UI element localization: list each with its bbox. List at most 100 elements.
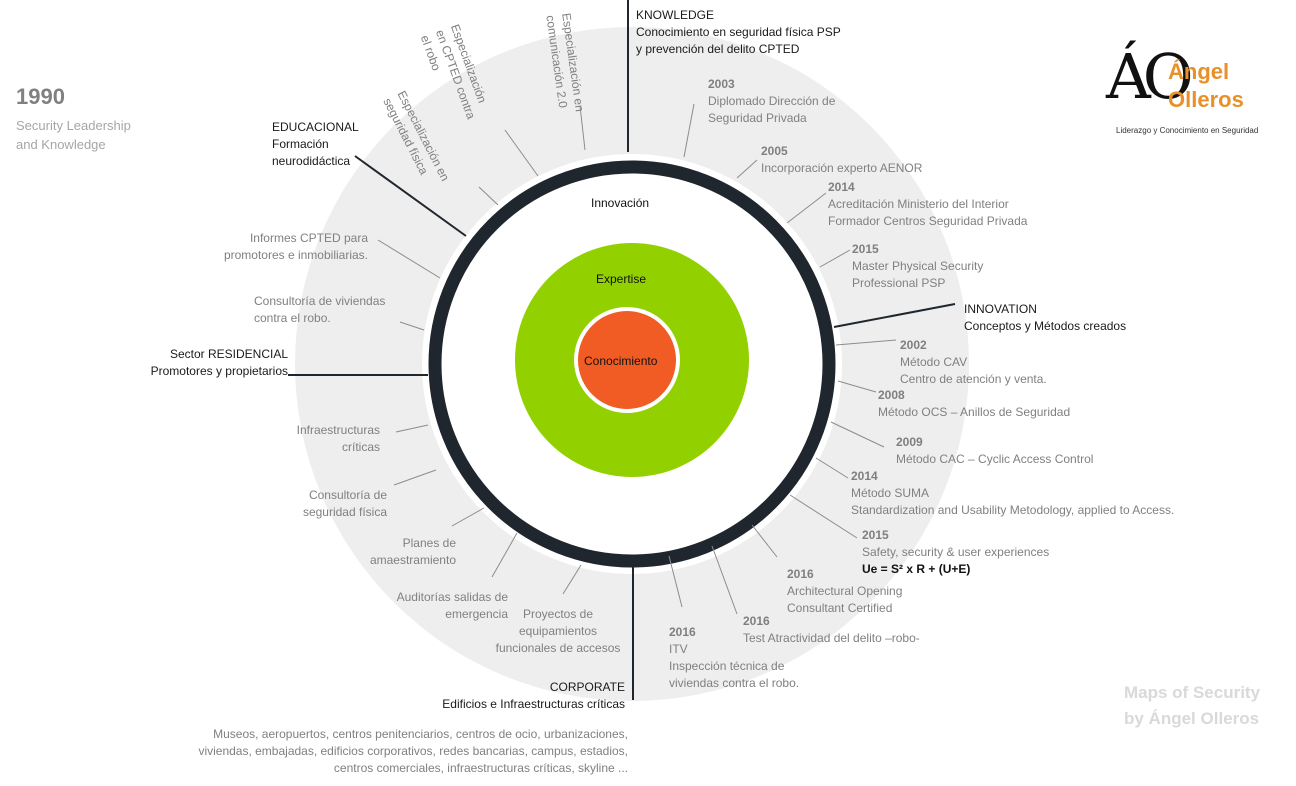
item-line: Seguridad Privada bbox=[708, 111, 807, 125]
corporate-item: Proyectos de equipamientos funcionales d… bbox=[484, 606, 632, 657]
tagline: Security Leadership and Knowledge bbox=[16, 116, 131, 154]
residential-item: Informes CPTED para promotores e inmobil… bbox=[190, 230, 368, 264]
leader-line bbox=[830, 421, 885, 448]
item-line: Standardization and Usability Metodology… bbox=[851, 503, 1175, 517]
tagline-line: Security Leadership bbox=[16, 118, 131, 133]
innovation-item: 2016 Architectural Opening Consultant Ce… bbox=[787, 566, 902, 617]
item-year: 2009 bbox=[896, 435, 923, 449]
logo: ÁO Ángel Olleros Liderazgo y Conocimient… bbox=[1104, 42, 1264, 142]
leader-line bbox=[377, 239, 441, 279]
item-line: Método CAC – Cyclic Access Control bbox=[896, 452, 1094, 466]
corporate-item: Auditorías salidas de emergencia bbox=[360, 589, 508, 623]
innovation-item: 2009 Método CAC – Cyclic Access Control bbox=[896, 434, 1093, 468]
item-line: Infraestructuras bbox=[296, 423, 380, 437]
knowledge-item: 2014 Acreditación Ministerio del Interio… bbox=[828, 179, 1027, 230]
item-line: Proyectos de bbox=[522, 607, 594, 621]
item-line: viviendas contra el robo. bbox=[669, 676, 800, 690]
leader-line bbox=[504, 129, 539, 177]
item-line: críticas bbox=[341, 440, 380, 454]
item-line: amaestramiento bbox=[369, 553, 456, 567]
item-year: 2002 bbox=[900, 338, 927, 352]
item-line: Consultoría de viviendas bbox=[254, 294, 386, 308]
item-line: Formador Centros Seguridad Privada bbox=[828, 214, 1028, 228]
credit: Maps of Security by Ángel Olleros bbox=[1124, 680, 1260, 732]
item-line: Professional PSP bbox=[852, 276, 946, 290]
knowledge-core bbox=[578, 311, 676, 409]
axis-knowledge: KNOWLEDGE Conocimiento en seguridad físi… bbox=[636, 7, 841, 58]
core-label: Conocimiento bbox=[584, 354, 658, 368]
item-year: 2015 bbox=[852, 242, 879, 256]
leader-line bbox=[579, 105, 586, 151]
knowledge-item: 2005 Incorporación experto AENOR bbox=[761, 143, 922, 177]
axis-line-educational bbox=[354, 155, 467, 237]
axis-corporate: CORPORATE Edificios e Infraestructuras c… bbox=[400, 679, 625, 713]
axis-title: INNOVATION bbox=[964, 302, 1037, 316]
item-year: 2015 bbox=[862, 528, 889, 542]
item-line: funcionales de accesos bbox=[495, 641, 621, 655]
item-year: 2016 bbox=[669, 625, 696, 639]
item-line: Inspección técnica de bbox=[669, 659, 785, 673]
leader-line bbox=[683, 103, 695, 158]
axis-residential: Sector RESIDENCIAL Promotores y propieta… bbox=[110, 346, 288, 380]
axis-title: KNOWLEDGE bbox=[636, 8, 715, 22]
leader-line bbox=[711, 545, 738, 615]
knowledge-item: 2015 Master Physical Security Profession… bbox=[852, 241, 983, 292]
item-line: Método OCS – Anillos de Seguridad bbox=[878, 405, 1071, 419]
year-label: 1990 bbox=[16, 84, 65, 109]
leader-line bbox=[562, 564, 582, 595]
tagline-line: and Knowledge bbox=[16, 137, 106, 152]
axis-line: Promotores y propietarios bbox=[150, 364, 288, 378]
item-line: Centro de atención y venta. bbox=[900, 372, 1047, 386]
logo-name: Ángel Olleros bbox=[1168, 58, 1244, 114]
corporate-item: Consultoría de seguridad física bbox=[270, 487, 387, 521]
innovation-item: 2015 Safety, security & user experiences… bbox=[862, 527, 1049, 578]
corporate-item: Infraestructuras críticas bbox=[260, 422, 380, 456]
innovation-item: 2008 Método OCS – Anillos de Seguridad bbox=[878, 387, 1070, 421]
item-line: ITV bbox=[669, 642, 688, 656]
item-line: Informes CPTED para bbox=[249, 231, 368, 245]
corporate-item: Planes de amaestramiento bbox=[330, 535, 456, 569]
item-line: contra el robo. bbox=[254, 311, 331, 325]
item-line: Planes de bbox=[402, 536, 456, 550]
item-year: 2008 bbox=[878, 388, 905, 402]
leader-line bbox=[491, 532, 518, 578]
leader-line bbox=[399, 321, 425, 331]
residential-item: Consultoría de viviendas contra el robo. bbox=[254, 293, 385, 327]
logo-name-line: Ángel bbox=[1168, 59, 1230, 84]
item-year: 2014 bbox=[851, 469, 878, 483]
item-line: Método CAV bbox=[900, 355, 968, 369]
leader-line bbox=[668, 555, 683, 608]
axis-title: Sector RESIDENCIAL bbox=[169, 347, 288, 361]
leader-line bbox=[835, 339, 897, 346]
leader-line bbox=[736, 159, 758, 179]
axis-line: neurodidáctica bbox=[272, 154, 351, 168]
leader-line bbox=[819, 249, 851, 268]
leader-line bbox=[786, 192, 827, 224]
item-line: Método SUMA bbox=[851, 486, 930, 500]
leader-line bbox=[837, 380, 877, 393]
innovation-item: 2016 ITV Inspección técnica de viviendas… bbox=[669, 624, 799, 692]
sectors-list: Museos, aeropuertos, centros penitenciar… bbox=[100, 726, 628, 777]
item-year: 2003 bbox=[708, 77, 735, 91]
sectors-line: Museos, aeropuertos, centros penitenciar… bbox=[213, 727, 628, 741]
formula: Ue = S² x R + (U+E) bbox=[862, 562, 971, 576]
axis-line: Conocimiento en seguridad física PSP bbox=[636, 25, 841, 39]
innovation-ring bbox=[428, 160, 836, 568]
expertise-ring-label: Expertise bbox=[596, 272, 647, 286]
knowledge-item: 2003 Diplomado Dirección de Seguridad Pr… bbox=[708, 76, 835, 127]
item-line: Consultoría de bbox=[308, 488, 387, 502]
item-line: Acreditación Ministerio del Interior bbox=[828, 197, 1009, 211]
leader-line bbox=[393, 469, 437, 486]
leader-line bbox=[451, 507, 485, 527]
item-year: 2016 bbox=[787, 567, 814, 581]
logo-mark-icon: ÁO bbox=[1106, 40, 1194, 113]
leader-line bbox=[815, 457, 849, 479]
axis-educational: EDUCACIONAL Formación neurodidáctica bbox=[272, 119, 359, 170]
axis-line: Conceptos y Métodos creados bbox=[964, 319, 1127, 333]
item-year: 2005 bbox=[761, 144, 788, 158]
item-line: Incorporación experto AENOR bbox=[761, 161, 923, 175]
logo-subtitle: Liderazgo y Conocimiento en Seguridad bbox=[1116, 126, 1259, 135]
item-line: Master Physical Security bbox=[852, 259, 984, 273]
item-line: Auditorías salidas de bbox=[396, 590, 508, 604]
